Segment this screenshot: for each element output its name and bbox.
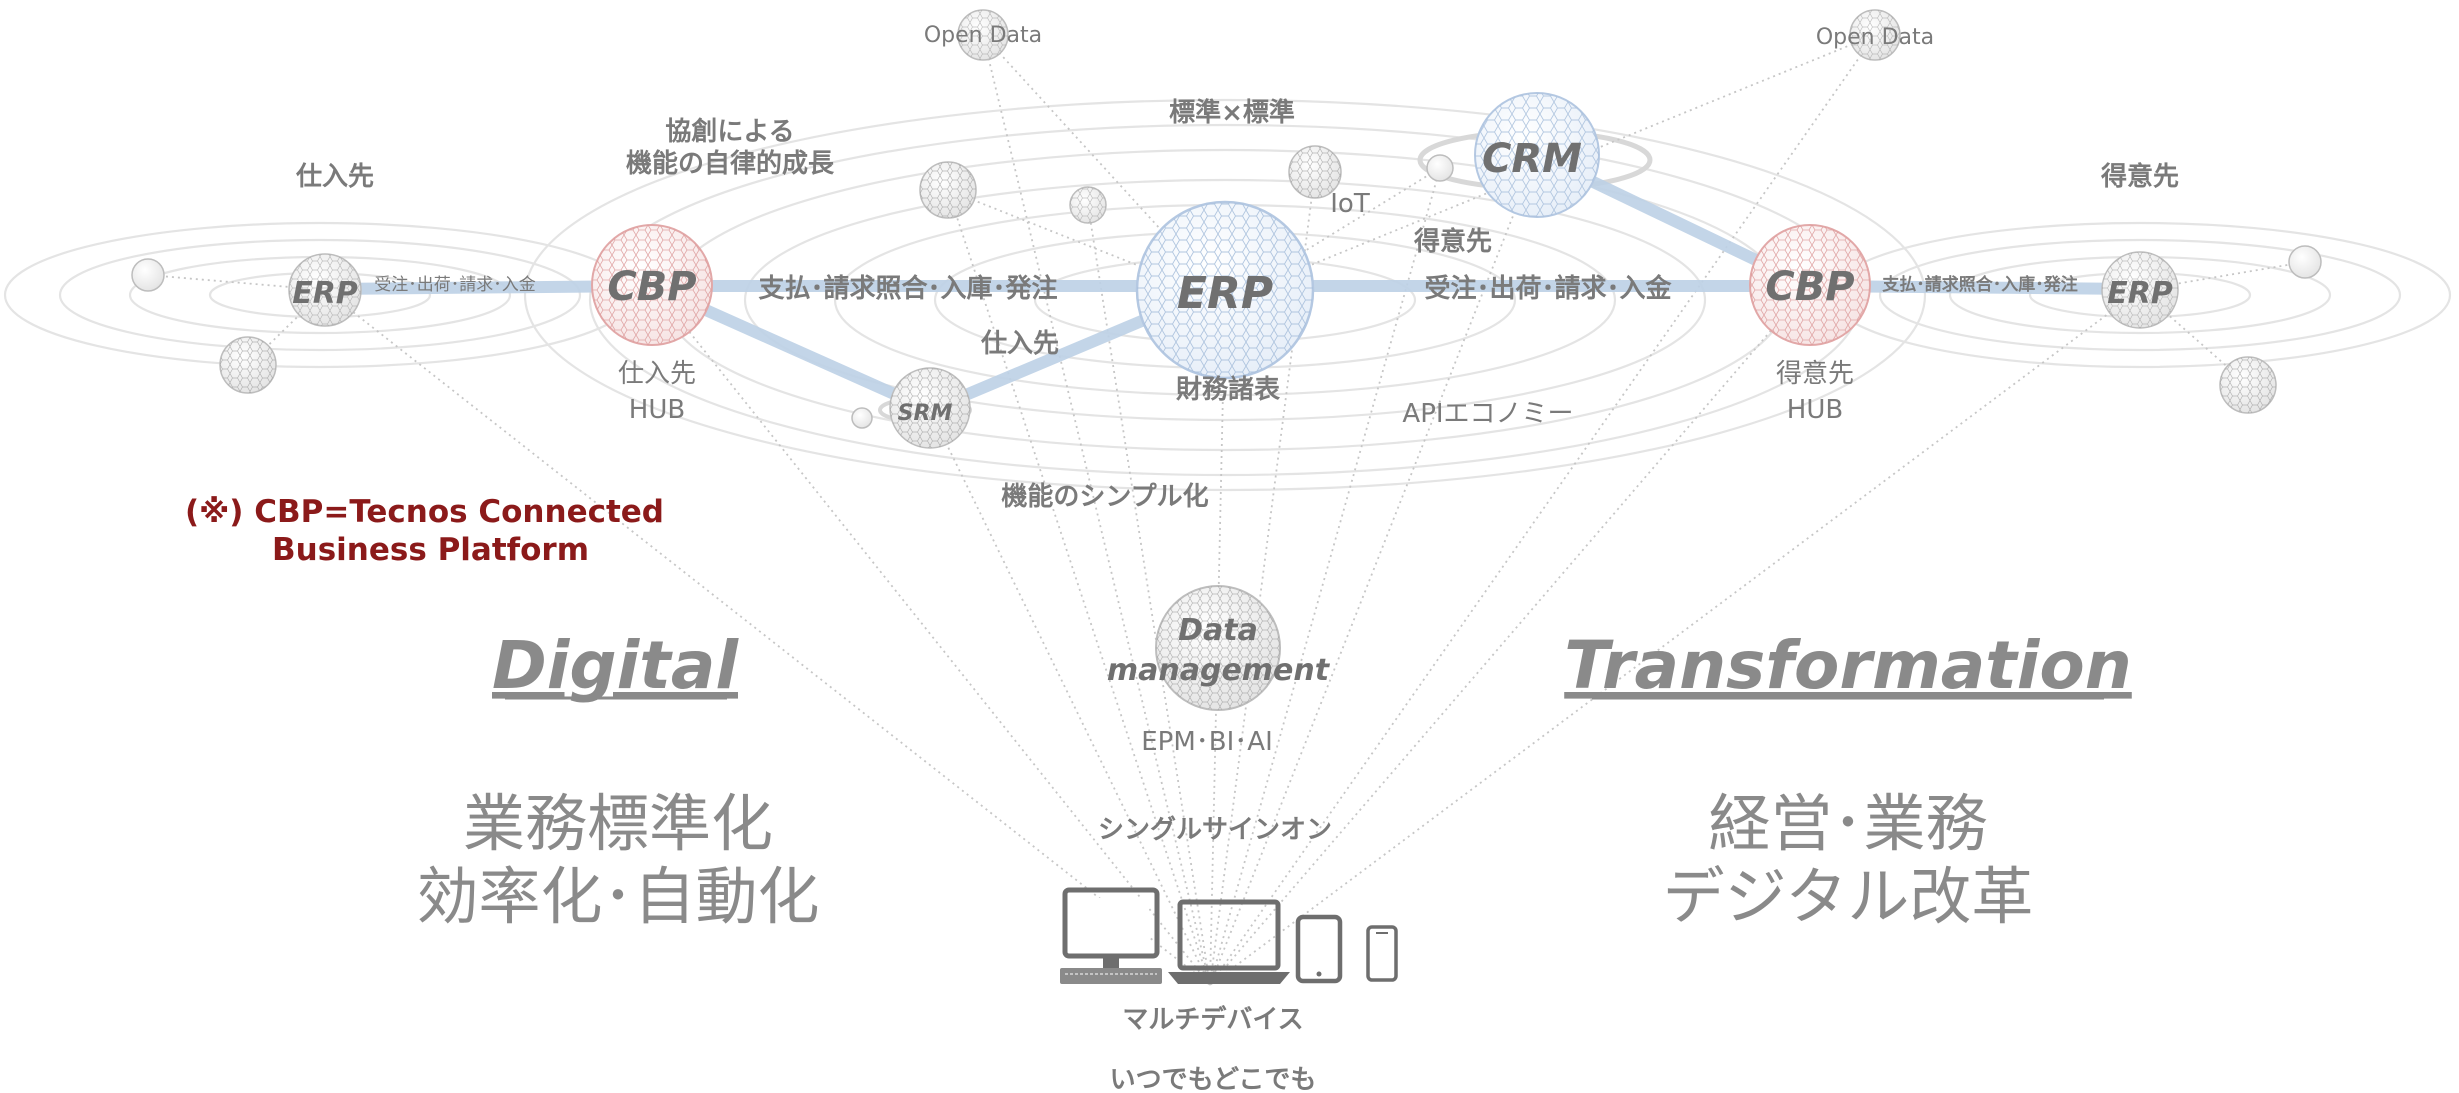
crm-label: CRM [1482,136,1582,182]
single-sign-on-label: シングルサインオン [1098,815,1332,845]
supplier-region-label: 仕入先 [295,162,374,192]
api-economy-label: APIエコノミー [1402,399,1573,429]
sphere-srm-satellite [851,407,873,429]
simplification-label: 機能のシンプル化 [1001,481,1208,512]
smartphone-icon [1366,925,1398,982]
sphere-crm-satellite [1426,154,1454,182]
srm-label: SRM [898,401,953,426]
sphere-data-management [1155,585,1281,711]
customer-hub-label-line1: 得意先 [1776,359,1854,389]
desktop-monitor-icon [1060,887,1162,984]
standard-x-standard-label: 標準×標準 [1169,97,1295,128]
supplier-hub-label-line2: HUB [629,395,685,425]
cbp-left-label: CBP [607,264,696,310]
footnote-line1: (※) CBP=Tecnos Connected [185,494,664,530]
data-management-label-line1: Data [1178,613,1258,648]
sphere-supplier-small-1 [131,258,165,292]
sphere-erp-left [288,253,362,327]
footnote-line2: Business Platform [272,532,589,568]
tablet-icon [1295,914,1343,984]
left-message-line1: 業務標準化 [463,787,773,860]
erp-center-label: ERP [1177,268,1273,319]
sphere-srm [889,367,971,449]
cbp-right-label: CBP [1765,264,1854,310]
epm-bi-ai-label: EPM･BI･AI [1141,727,1273,757]
left-flow-small-label: 受注･出荷･請求･入金 [374,275,536,295]
sphere-cbp-right [1749,224,1871,346]
sphere-cocreation [919,161,977,219]
financial-statements-label: 財務諸表 [1176,374,1281,405]
erp-left-label: ERP [292,276,358,311]
crm-customer-label: 得意先 [1413,226,1492,257]
customer-hub-label-line2: HUB [1787,395,1843,425]
customer-region-label: 得意先 [2100,161,2179,192]
supplier-hub-label-line1: 仕入先 [618,359,696,389]
srm-supplier-label: 仕入先 [980,329,1059,359]
right-message-line1: 経営･業務 [1708,787,1987,860]
cocreation-label-line1: 協創による [665,117,794,147]
right-flow-small-label: 支払･請求照合･入庫･発注 [1882,274,2078,295]
sphere-erp-right [2101,251,2179,329]
sphere-cbp-left [591,224,713,346]
right-main-flow-label: 受注･出荷･請求･入金 [1424,273,1672,304]
left-message-line2: 効率化･自動化 [416,860,819,933]
digital-headline: Digital [492,627,739,704]
sphere-supplier-small-2 [219,336,277,394]
open-data-right-label: Open Data [1816,25,1934,50]
sphere-open-data-left [957,9,1009,61]
left-main-flow-label: 支払･請求照合･入庫･発注 [758,273,1057,304]
data-management-label-line2: management [1107,653,1331,688]
sphere-customer-small-1 [2288,245,2322,279]
transformation-headline: Transformation [1564,627,2132,704]
multi-device-label: マルチデバイス [1122,1004,1303,1035]
right-message-line2: デジタル改革 [1663,860,2034,933]
open-data-left-label: Open Data [924,23,1042,48]
sphere-erp-center [1135,200,1315,380]
laptop-icon [1168,899,1290,984]
sphere-customer-small-2 [2219,356,2277,414]
erp-right-label: ERP [2107,276,2173,311]
sphere-crm [1474,92,1600,218]
sphere-open-data-right [1849,9,1901,61]
sphere-small-top [1069,186,1107,224]
iot-label: IoT [1330,189,1370,219]
anytime-anywhere-label: いつでもどこでも [1110,1065,1317,1093]
sphere-iot [1288,145,1342,199]
cocreation-label-line2: 機能の自律的成長 [626,148,835,179]
